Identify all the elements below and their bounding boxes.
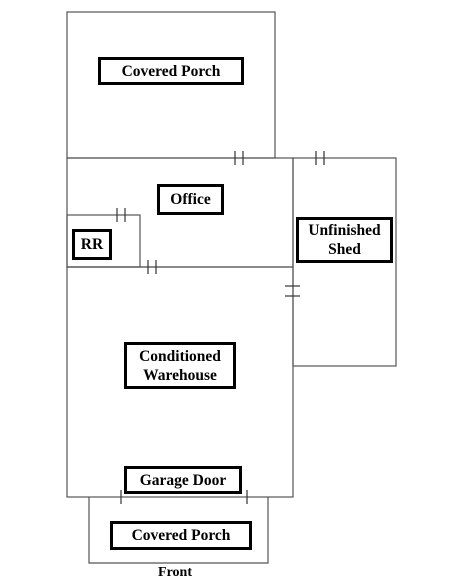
label-unfinished-shed-line2: Shed: [328, 241, 361, 258]
label-covered-porch-bottom-text: Covered Porch: [131, 527, 231, 544]
door-warehouse-shed: [285, 285, 300, 297]
garage-door-opening: [120, 490, 248, 504]
label-rr-text: RR: [80, 236, 104, 253]
door-office-warehouse: [147, 260, 157, 274]
conditioned-warehouse-area: [66, 266, 294, 498]
label-conditioned-warehouse-line1: Conditioned: [139, 347, 221, 365]
label-covered-porch-top: Covered Porch: [98, 57, 244, 85]
covered-porch-top-area: [66, 11, 276, 159]
unfinished-shed-area: [292, 157, 397, 367]
label-office-text: Office: [170, 191, 211, 208]
front-label: Front: [158, 565, 192, 580]
door-shed-top: [315, 151, 325, 165]
door-office-porch: [234, 151, 244, 165]
door-rr: [116, 208, 126, 222]
label-garage-door-text: Garage Door: [139, 471, 227, 489]
label-covered-porch-top-text: Covered Porch: [121, 62, 221, 80]
label-unfinished-shed-line1: Unfinished: [308, 222, 381, 239]
label-covered-porch-bottom: Covered Porch: [110, 521, 252, 550]
covered-porch-bottom-area: [88, 497, 269, 564]
label-conditioned-warehouse: Conditioned Warehouse: [124, 342, 236, 389]
label-conditioned-warehouse-line2: Warehouse: [143, 366, 217, 384]
label-office: Office: [157, 184, 224, 215]
label-unfinished-shed: Unfinished Shed: [296, 217, 393, 263]
label-rr: RR: [72, 229, 112, 260]
label-garage-door: Garage Door: [124, 466, 242, 494]
